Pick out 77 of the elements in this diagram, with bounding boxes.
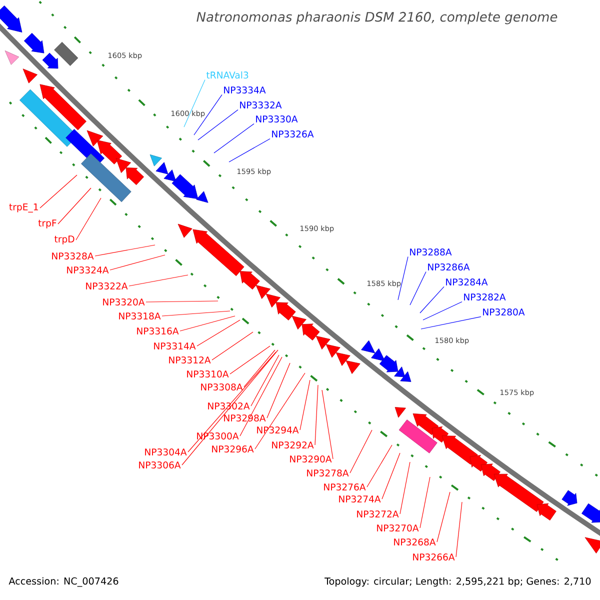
- gene-label: NP3284A: [446, 278, 488, 286]
- gene-label: NP3290A: [290, 455, 332, 462]
- accession-text: Accession: NC_007426: [8, 577, 118, 587]
- gene-label: trpE_1: [9, 204, 38, 212]
- gene-label: NP3314A: [154, 342, 196, 350]
- leader-line: [194, 94, 222, 136]
- leader-line: [244, 350, 276, 388]
- leader-line: [146, 300, 218, 302]
- gene-label: NP3318A: [119, 312, 161, 320]
- leader-line: [420, 316, 482, 330]
- leader-line: [314, 384, 318, 446]
- leader-line: [58, 188, 92, 224]
- gene-label: NP3274A: [339, 495, 381, 502]
- leader-line: [184, 80, 206, 128]
- gene-label: NP3296A: [212, 445, 254, 452]
- leader-line: [212, 332, 254, 360]
- gene-label: NP3330A: [256, 115, 298, 122]
- leader-line: [240, 356, 282, 436]
- gene-label: NP3320A: [103, 298, 145, 306]
- leader-line: [436, 492, 450, 542]
- leader-line: [300, 380, 310, 430]
- leader-line: [40, 174, 78, 208]
- title: Natronomonas pharaonis DSM 2160, complete genome: [196, 12, 558, 24]
- gene-label: NP3316A: [137, 327, 179, 334]
- leader-line: [382, 452, 400, 500]
- gene-label: NP3310A: [187, 370, 229, 378]
- gene-label: NP3288A: [410, 248, 452, 256]
- leader-line: [180, 316, 236, 332]
- leader-line: [110, 254, 166, 270]
- leader-line: [400, 462, 410, 514]
- leader-line: [128, 274, 188, 286]
- gene-label: NP3332A: [240, 101, 282, 108]
- gene-label: NP3286A: [428, 263, 470, 270]
- gene-label: NP3312A: [169, 356, 211, 364]
- gene-label: NP3272A: [357, 510, 399, 518]
- leader-line: [188, 352, 276, 452]
- genome-info-text: Topology: circular; Length: 2,595,221 bp; Genes: 2,710: [324, 577, 591, 587]
- leader-line: [366, 444, 392, 488]
- gene-label: NP3278A: [307, 469, 349, 476]
- gene-label: NP3334A: [224, 86, 266, 94]
- gene-label: tRNAVal3: [206, 71, 248, 79]
- leader-line: [322, 390, 334, 460]
- leader-line: [196, 320, 240, 346]
- gene-label: NP3328A: [52, 252, 94, 260]
- leader-line: [456, 502, 462, 558]
- leader-line: [410, 271, 426, 306]
- gene-label: NP3276A: [324, 483, 366, 490]
- leader-line: [76, 198, 102, 240]
- leader-line: [350, 430, 372, 474]
- gene-label: NP3266A: [413, 553, 455, 560]
- leader-line: [182, 350, 278, 466]
- leader-line: [420, 286, 444, 314]
- gene-label: NP3304A: [145, 448, 187, 456]
- leader-line: [250, 354, 280, 406]
- gene-label: NP3322A: [86, 282, 128, 290]
- leader-line: [266, 362, 290, 418]
- gene-label: NP3270A: [377, 524, 419, 532]
- leader-line: [162, 310, 230, 316]
- gene-label: NP3324A: [67, 266, 109, 274]
- gene-label: NP3306A: [139, 461, 181, 468]
- leader-line: [420, 476, 430, 528]
- gene-label: NP3268A: [394, 538, 436, 546]
- leader-line: [198, 109, 238, 140]
- leader-line: [398, 256, 408, 300]
- gene-label: trpF: [38, 220, 56, 228]
- gene-label: NP3292A: [272, 441, 314, 448]
- leader-line: [254, 372, 306, 450]
- leader-line: [94, 244, 156, 256]
- leader-line: [214, 123, 254, 154]
- gene-label: NP3282A: [464, 293, 506, 300]
- gene-label: NP3308A: [201, 383, 243, 390]
- leader-line: [228, 138, 270, 162]
- leader-line: [422, 301, 462, 320]
- gene-label: trpD: [54, 236, 74, 244]
- leader-line: [230, 346, 270, 374]
- gene-label: NP3326A: [272, 130, 314, 138]
- gene-label: NP3280A: [483, 308, 525, 316]
